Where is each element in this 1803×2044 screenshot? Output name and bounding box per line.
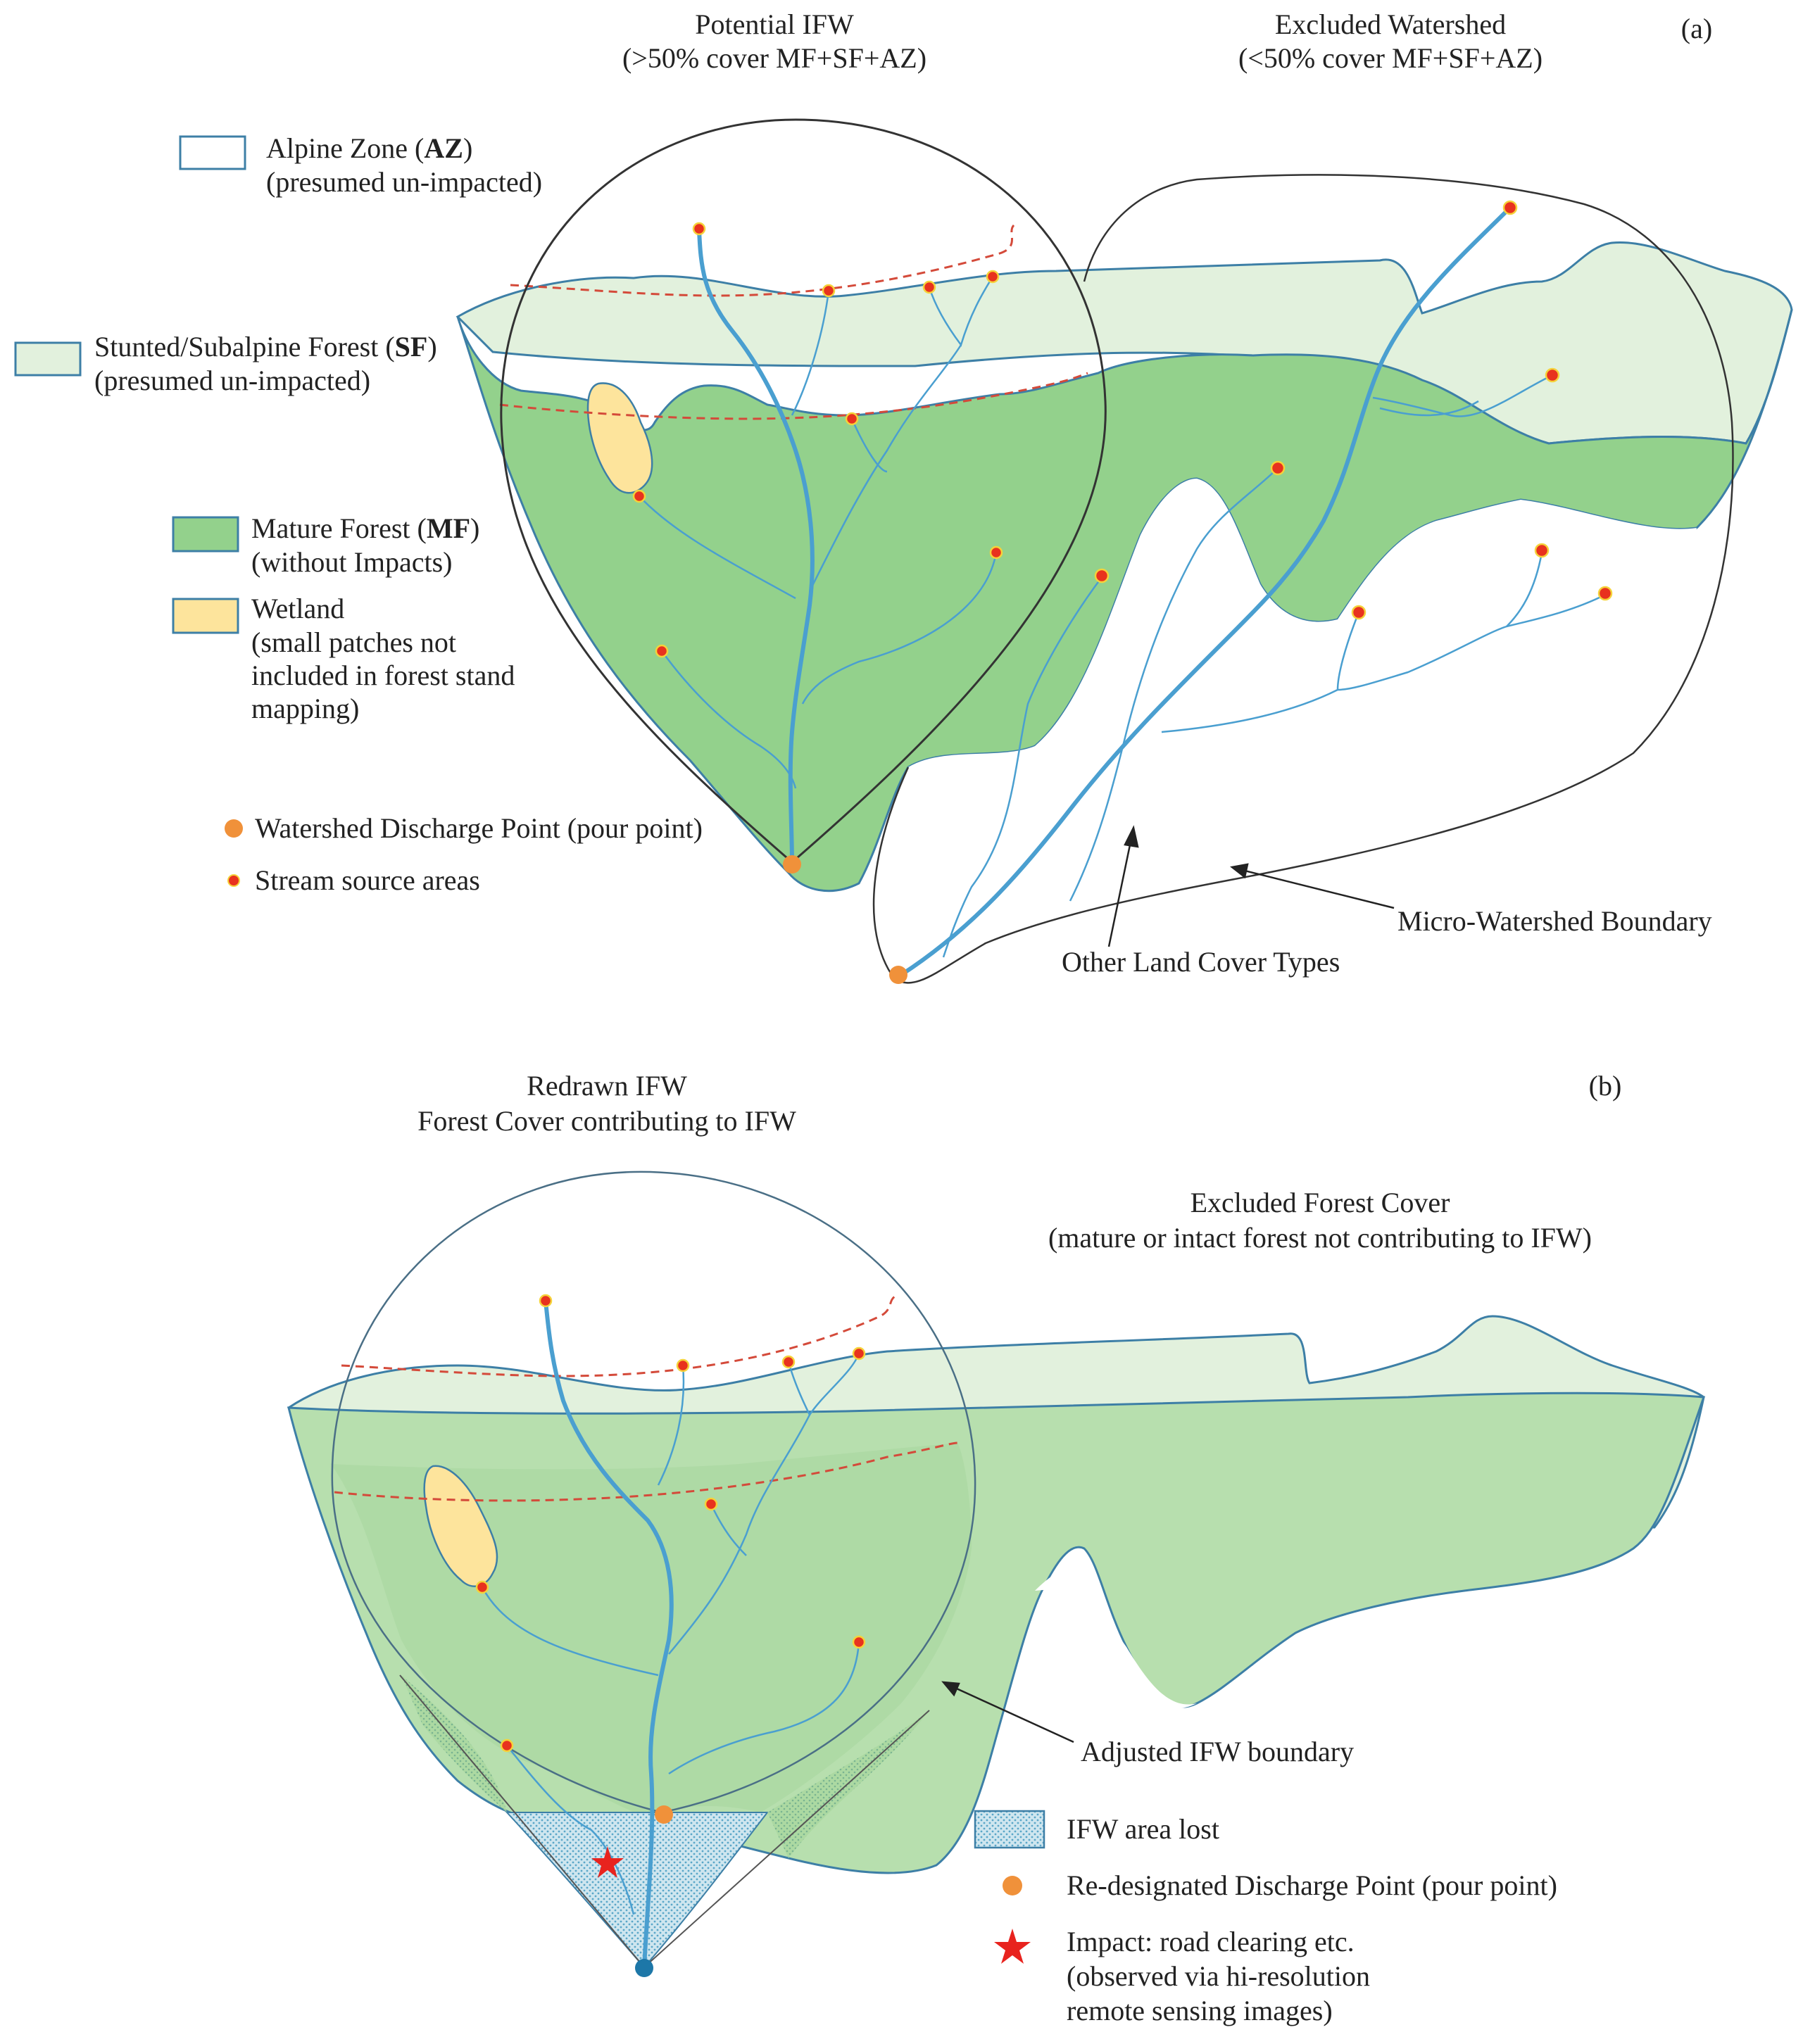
cleared-gap-b — [1035, 1563, 1197, 1709]
redesignated-point-legend-marker — [1003, 1876, 1022, 1895]
annotation-arrows-a — [1107, 825, 1395, 947]
potential-ifw-title: Potential IFW — [695, 8, 854, 40]
wetland-note-line-3: mapping) — [251, 693, 359, 724]
stream-source-point — [704, 1497, 718, 1511]
mature-forest-note: (without Impacts) — [251, 546, 453, 578]
wetland-swatch — [172, 598, 239, 634]
ifw-area-lost — [505, 1812, 769, 1969]
treeline-upper-a — [510, 224, 1015, 297]
adjusted-ifw-boundary — [331, 1171, 976, 1814]
excluded-watershed-subtitle: (<50% cover MF+SF+AZ) — [1238, 42, 1543, 74]
panel-b: Redrawn IFW Forest Cover contributing to… — [287, 1070, 1706, 2026]
tributaries-b — [481, 1353, 860, 1915]
stream-source-point — [475, 1580, 489, 1594]
annotation-arrow-b — [941, 1681, 1074, 1743]
impact-label-line-3: remote sensing images) — [1067, 1995, 1333, 2026]
pour-point-excluded — [889, 966, 907, 984]
impact-label-line-1: Impact: road clearing etc. — [1067, 1926, 1355, 1957]
stream-source-point — [986, 270, 1000, 284]
panel-a-tag: (a) — [1681, 13, 1712, 44]
stream-source-point — [1534, 543, 1550, 558]
stream-source-point — [1270, 460, 1286, 476]
subalpine-forest-note: (presumed un-impacted) — [94, 365, 370, 396]
alpine-zone-label: Alpine Zone (AZ) — [266, 132, 472, 164]
stream-sources-b — [475, 1294, 866, 1753]
mature-forest-swatch — [172, 516, 239, 553]
stream-source-point — [852, 1635, 866, 1649]
potential-ifw-subtitle: (>50% cover MF+SF+AZ) — [622, 42, 926, 74]
wetland-label: Wetland — [251, 593, 344, 624]
stream-source-point — [1351, 605, 1367, 620]
stream-source-point — [1597, 586, 1613, 601]
discharge-point-label: Watershed Discharge Point (pour point) — [255, 812, 703, 844]
excluded-forest-title: Excluded Forest Cover — [1191, 1187, 1450, 1218]
alpine-zone-swatch — [179, 135, 246, 170]
potential-ifw-boundary — [500, 118, 1107, 864]
stream-source-point — [989, 545, 1003, 560]
ifw-area-lost-swatch — [974, 1810, 1045, 1849]
wetland-note-line-1: (small patches not — [251, 626, 456, 658]
panel-b-tag: (b) — [1589, 1070, 1622, 1102]
impact-legend-marker — [994, 1929, 1031, 1964]
pour-point-a — [783, 855, 801, 873]
excluded-watershed-title: Excluded Watershed — [1275, 8, 1506, 40]
micro-watershed-boundary-label: Micro-Watershed Boundary — [1397, 905, 1712, 937]
treeline-lower-a — [499, 372, 1088, 420]
stream-source-point — [822, 284, 836, 298]
redesignated-point-label: Re-designated Discharge Point (pour poin… — [1067, 1869, 1557, 1901]
stream-source-point — [692, 222, 706, 236]
stream-source-point — [922, 280, 936, 294]
excluded-forest-subtitle: (mature or intact forest not contributin… — [1048, 1222, 1592, 1254]
other-land-cover-area — [880, 479, 1697, 978]
stream-source-point — [781, 1355, 796, 1369]
stream-source-point — [845, 412, 859, 426]
wetland-a — [586, 382, 653, 494]
stream-source-point — [1502, 200, 1518, 215]
source-legend-marker — [227, 874, 240, 887]
stream-source-point — [676, 1358, 690, 1373]
alpine-zone-note: (presumed un-impacted) — [266, 166, 542, 198]
stream-source-point — [1545, 367, 1560, 383]
other-land-cover-label: Other Land Cover Types — [1062, 946, 1340, 978]
stream-source-point — [1094, 568, 1110, 583]
micro-watershed-boundary — [872, 174, 1734, 984]
original-pour-point-b — [635, 1959, 653, 1977]
panel-a: Potential IFW (>50% cover MF+SF+AZ) Excl… — [14, 8, 1793, 984]
stream-source-point — [655, 644, 669, 658]
stream-source-point — [632, 489, 646, 503]
stream-source-point — [852, 1346, 866, 1361]
main-stream-b — [544, 1300, 674, 1968]
mature-forest-label: Mature Forest (MF) — [251, 512, 479, 544]
wetland-note-line-2: included in forest stand — [251, 660, 515, 691]
ifw-area-lost-label: IFW area lost — [1067, 1813, 1219, 1845]
discharge-point-legend-marker — [225, 819, 243, 838]
adjusted-ifw-boundary-label: Adjusted IFW boundary — [1081, 1736, 1354, 1767]
stream-source-point — [539, 1294, 553, 1308]
redrawn-ifw-title: Redrawn IFW — [527, 1070, 687, 1102]
subalpine-forest-label: Stunted/Subalpine Forest (SF) — [94, 331, 437, 362]
stream-source-point — [500, 1739, 514, 1753]
treeline-lower-b — [334, 1441, 958, 1502]
redrawn-ifw-subtitle: Forest Cover contributing to IFW — [417, 1105, 796, 1137]
main-stream-excluded — [900, 206, 1512, 977]
stream-sources-a — [632, 200, 1613, 658]
stream-source-label: Stream source areas — [255, 864, 480, 896]
main-stream-a — [697, 228, 815, 863]
tributaries-a — [639, 276, 1606, 958]
treeline-upper-b — [341, 1294, 898, 1377]
redesignated-pour-point — [655, 1805, 673, 1824]
impact-label-line-2: (observed via hi-resolution — [1067, 1960, 1370, 1992]
subalpine-forest-swatch — [14, 341, 82, 377]
impact-star-marker — [591, 1846, 624, 1878]
